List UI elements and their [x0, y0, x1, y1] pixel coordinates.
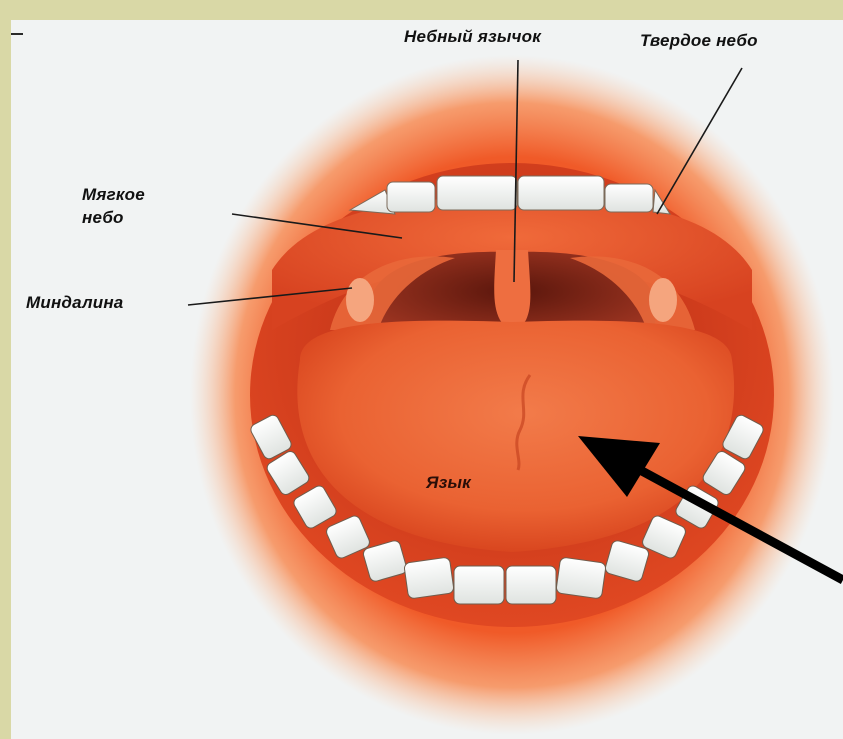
label-soft-palate-line2: небо — [82, 208, 124, 228]
label-soft-palate-line1: Мягкое — [82, 185, 145, 205]
label-hard-palate: Твердое небо — [640, 31, 758, 51]
label-uvula: Небный язычок — [404, 27, 541, 47]
uvula — [494, 250, 530, 328]
label-tongue: Язык — [426, 473, 471, 493]
left-tonsil — [346, 278, 374, 322]
right-tonsil — [649, 278, 677, 322]
label-tonsil: Миндалина — [26, 293, 123, 313]
